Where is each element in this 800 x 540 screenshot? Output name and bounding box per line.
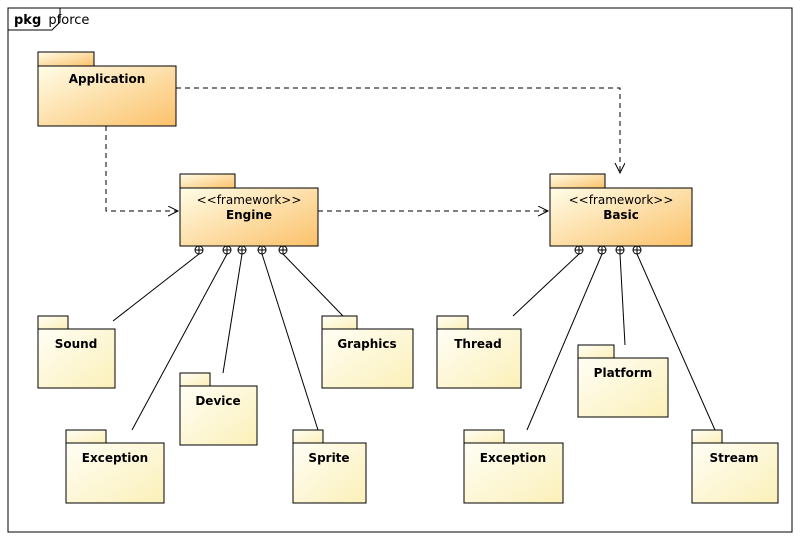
package-sprite[interactable]: Sprite — [292, 429, 367, 504]
dependency-lines — [105, 87, 620, 211]
package-platform[interactable]: Platform — [577, 344, 669, 418]
anchor-icon — [574, 245, 584, 255]
package-exception-basic[interactable]: Exception — [463, 429, 564, 504]
package-exception-engine[interactable]: Exception — [65, 429, 165, 504]
package-name: Graphics — [337, 337, 396, 351]
anchor-icon — [257, 245, 267, 255]
anchor-icon — [632, 245, 642, 255]
diagram-frame: pkg pforce — [7, 7, 793, 533]
package-name: Application — [69, 72, 146, 86]
package-name: Platform — [594, 366, 653, 380]
package-stream[interactable]: Stream — [691, 429, 779, 504]
anchor-icon — [597, 245, 607, 255]
frame-keyword: pkg — [14, 13, 41, 28]
package-basic[interactable]: <<framework>> Basic — [549, 173, 693, 247]
anchor-icon — [615, 245, 625, 255]
anchor-icon — [237, 245, 247, 255]
package-name: Thread — [454, 337, 501, 351]
containment-lines — [112, 253, 716, 431]
package-name: Engine — [226, 208, 272, 222]
anchor-icon — [278, 245, 288, 255]
package-stereotype: <<framework>> — [569, 193, 674, 207]
svg-text:pkg pforce: pkg pforce — [14, 13, 89, 28]
package-application[interactable]: Application — [37, 51, 177, 127]
package-engine[interactable]: <<framework>> Engine — [179, 173, 319, 247]
package-graphics[interactable]: Graphics — [321, 315, 414, 389]
package-name: Sound — [55, 337, 98, 351]
package-name: Exception — [82, 451, 148, 465]
containment-anchors — [194, 245, 642, 255]
package-name: Stream — [709, 451, 758, 465]
package-stereotype: <<framework>> — [197, 193, 302, 207]
package-thread[interactable]: Thread — [436, 315, 522, 389]
dependency-application-basic — [176, 87, 620, 173]
anchor-icon — [222, 245, 232, 255]
package-name: Exception — [480, 451, 546, 465]
anchor-icon — [194, 245, 204, 255]
frame-name: pforce — [48, 13, 89, 28]
package-name: Sprite — [308, 451, 349, 465]
package-name: Basic — [603, 208, 639, 222]
package-sound[interactable]: Sound — [37, 315, 116, 389]
package-name: Device — [195, 394, 240, 408]
package-device[interactable]: Device — [179, 372, 258, 446]
dependency-application-engine — [105, 126, 178, 211]
